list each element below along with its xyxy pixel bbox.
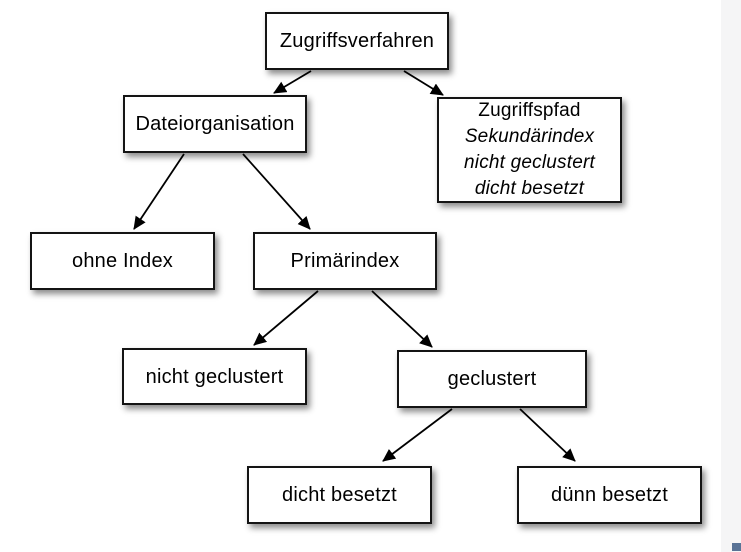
- arrow-zugriffsverfahren-dateiorganisation: [273, 70, 312, 94]
- arrow-dateiorganisation-primaerindex: [242, 153, 311, 230]
- arrow-primaerindex-geclustert: [371, 290, 433, 348]
- node-zugriffspfad-line-2: Sekundärindex: [464, 126, 595, 147]
- arrow-geclustert-dicht-besetzt: [382, 408, 453, 462]
- arrow-geclustert-duenn-besetzt: [519, 408, 576, 462]
- node-nicht-geclustert-label: nicht geclustert: [145, 365, 284, 388]
- node-geclustert: geclustert: [397, 350, 587, 408]
- node-dicht-besetzt-label: dicht besetzt: [282, 484, 397, 506]
- node-duenn-besetzt-label: dünn besetzt: [551, 484, 668, 506]
- node-primaerindex: Primärindex: [253, 232, 437, 290]
- node-dateiorganisation-label: Dateiorganisation: [135, 113, 295, 135]
- node-zugriffspfad-line-3: nicht geclustert: [464, 152, 595, 173]
- node-zugriffspfad: Zugriffspfad Sekundärindex nicht geclust…: [437, 97, 622, 203]
- node-zugriffspfad-line-4: dicht besetzt: [474, 178, 585, 199]
- node-dateiorganisation: Dateiorganisation: [123, 95, 307, 153]
- arrow-zugriffsverfahren-zugriffspfad: [403, 70, 444, 96]
- node-zugriffsverfahren-label: Zugriffsverfahren: [279, 30, 435, 52]
- node-nicht-geclustert: nicht geclustert: [122, 348, 307, 405]
- node-ohne-index: ohne Index: [30, 232, 215, 290]
- window-corner-artifact: [732, 543, 741, 551]
- node-zugriffsverfahren: Zugriffsverfahren: [265, 12, 449, 70]
- arrow-primaerindex-nicht-geclustert: [253, 290, 319, 346]
- node-primaerindex-label: Primärindex: [290, 250, 400, 272]
- window-edge-strip: [721, 0, 741, 552]
- node-geclustert-label: geclustert: [447, 368, 537, 390]
- node-duenn-besetzt: dünn besetzt: [517, 466, 702, 524]
- node-ohne-index-label: ohne Index: [72, 250, 173, 272]
- node-zugriffspfad-line-1: Zugriffspfad: [478, 100, 581, 121]
- node-dicht-besetzt: dicht besetzt: [247, 466, 432, 524]
- arrow-dateiorganisation-ohne-index: [133, 153, 185, 230]
